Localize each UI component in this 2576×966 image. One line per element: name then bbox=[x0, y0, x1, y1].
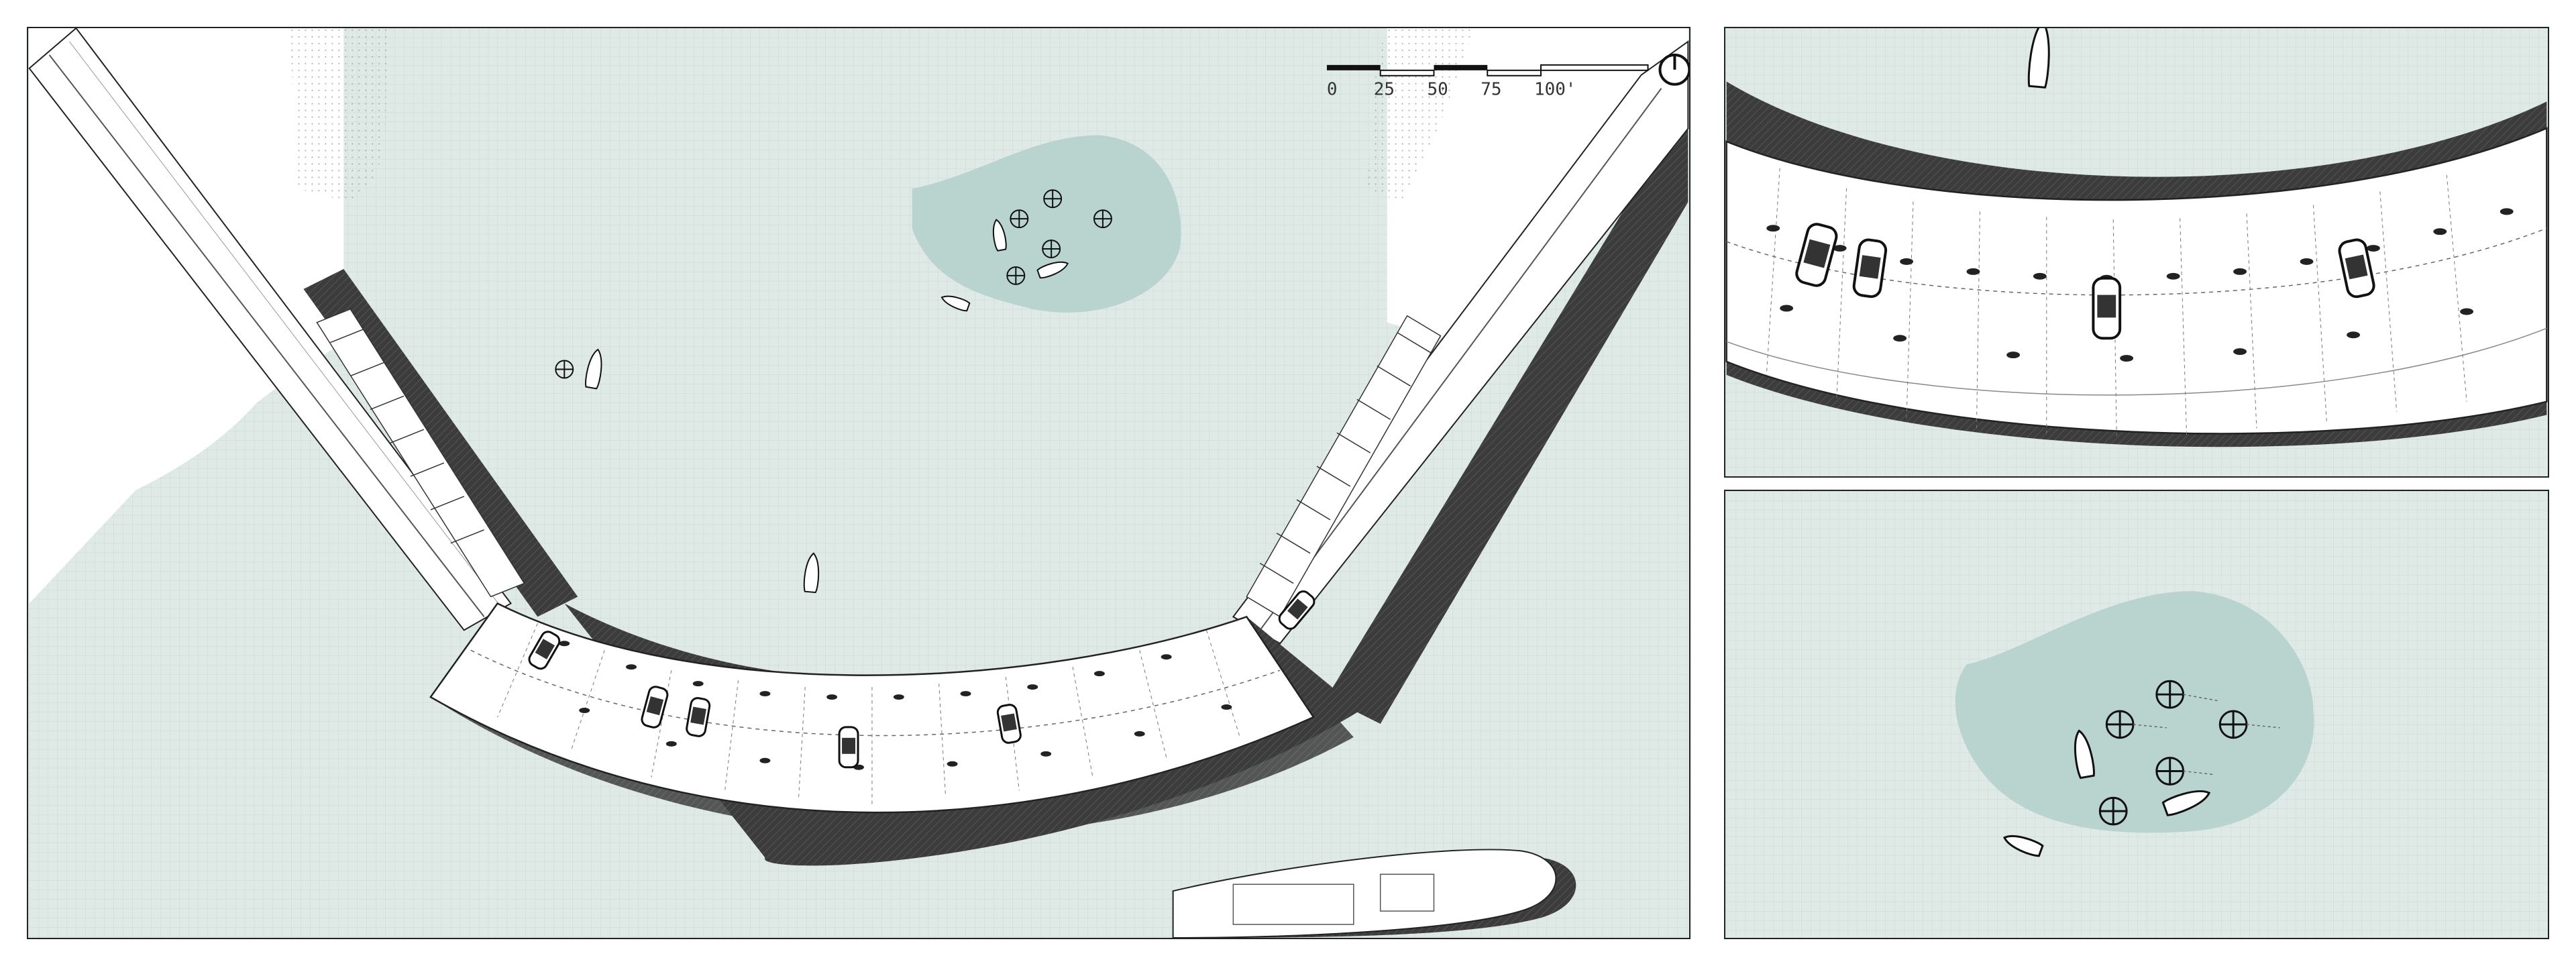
main-site-plan-drawing: 0 25 50 75 100' bbox=[28, 28, 1689, 938]
quay-parking-bays bbox=[1766, 168, 2467, 437]
west-pier-deck bbox=[28, 28, 513, 631]
boat-icon bbox=[803, 552, 820, 594]
boat-icon bbox=[992, 219, 1007, 252]
scale-bar bbox=[1326, 64, 1649, 76]
drone-icon bbox=[2155, 757, 2185, 786]
boat-icon bbox=[941, 295, 971, 312]
drone-icon bbox=[1006, 266, 1026, 285]
drone-tether-lines bbox=[2133, 694, 2280, 775]
drone-icon bbox=[2098, 796, 2128, 826]
drone-icon bbox=[2155, 680, 2185, 709]
car-icon bbox=[2092, 276, 2122, 340]
east-pier-shadow bbox=[1326, 128, 1688, 724]
car-icon bbox=[996, 704, 1022, 744]
car-icon bbox=[838, 726, 859, 769]
drone-icon bbox=[1010, 209, 1029, 229]
car-icon bbox=[2338, 238, 2375, 299]
ship-icon bbox=[1172, 849, 1576, 938]
boat-icon bbox=[585, 348, 602, 390]
land-east bbox=[1387, 28, 1688, 343]
east-pier-line bbox=[1259, 88, 1662, 631]
main-site-plan-panel: 0 25 50 75 100' bbox=[27, 27, 1690, 939]
car-icon bbox=[1278, 590, 1316, 630]
shallow-zone bbox=[912, 135, 1181, 313]
car-icon bbox=[528, 631, 561, 670]
quay-path-line bbox=[470, 649, 1281, 737]
drone-icon bbox=[1093, 209, 1112, 229]
quay-edge-line bbox=[1726, 327, 2547, 396]
car-icon bbox=[1852, 238, 1888, 299]
boat-icon bbox=[2027, 28, 2050, 89]
drone-zone-detail-drawing bbox=[1726, 491, 2547, 938]
north-arrow-icon bbox=[1658, 53, 1689, 86]
west-pier-line-2 bbox=[69, 41, 501, 607]
west-pier-line bbox=[48, 54, 485, 618]
scale-label-75: 75 bbox=[1481, 80, 1501, 100]
car-icon bbox=[1795, 223, 1838, 287]
car-icon bbox=[686, 697, 711, 737]
shallow-zone bbox=[1955, 591, 2314, 833]
car-icon bbox=[641, 686, 669, 729]
drone-icon bbox=[2218, 710, 2248, 739]
drone-icon bbox=[2105, 710, 2135, 739]
quay-detail-drawing bbox=[1725, 28, 2548, 476]
drone-icon bbox=[1043, 189, 1063, 209]
drone-icon bbox=[555, 360, 574, 379]
scale-label-100: 100' bbox=[1534, 80, 1576, 100]
boat-icon bbox=[2074, 729, 2095, 780]
scale-label-0: 0 bbox=[1327, 80, 1338, 100]
boat-icon bbox=[1036, 261, 1069, 279]
shore-dots-west bbox=[290, 28, 391, 203]
drone-icon bbox=[1042, 239, 1061, 258]
drone-zone-detail-panel bbox=[1724, 490, 2549, 939]
west-stairs bbox=[316, 308, 525, 598]
scale-label-25: 25 bbox=[1374, 80, 1395, 100]
quay-parking-bays bbox=[497, 623, 1240, 804]
scale-label-50: 50 bbox=[1428, 80, 1448, 100]
quay-detail-panel bbox=[1724, 27, 2549, 478]
boat-icon bbox=[2161, 790, 2211, 816]
curved-quay-deck bbox=[1725, 127, 2548, 435]
boat-icon bbox=[2003, 835, 2044, 857]
